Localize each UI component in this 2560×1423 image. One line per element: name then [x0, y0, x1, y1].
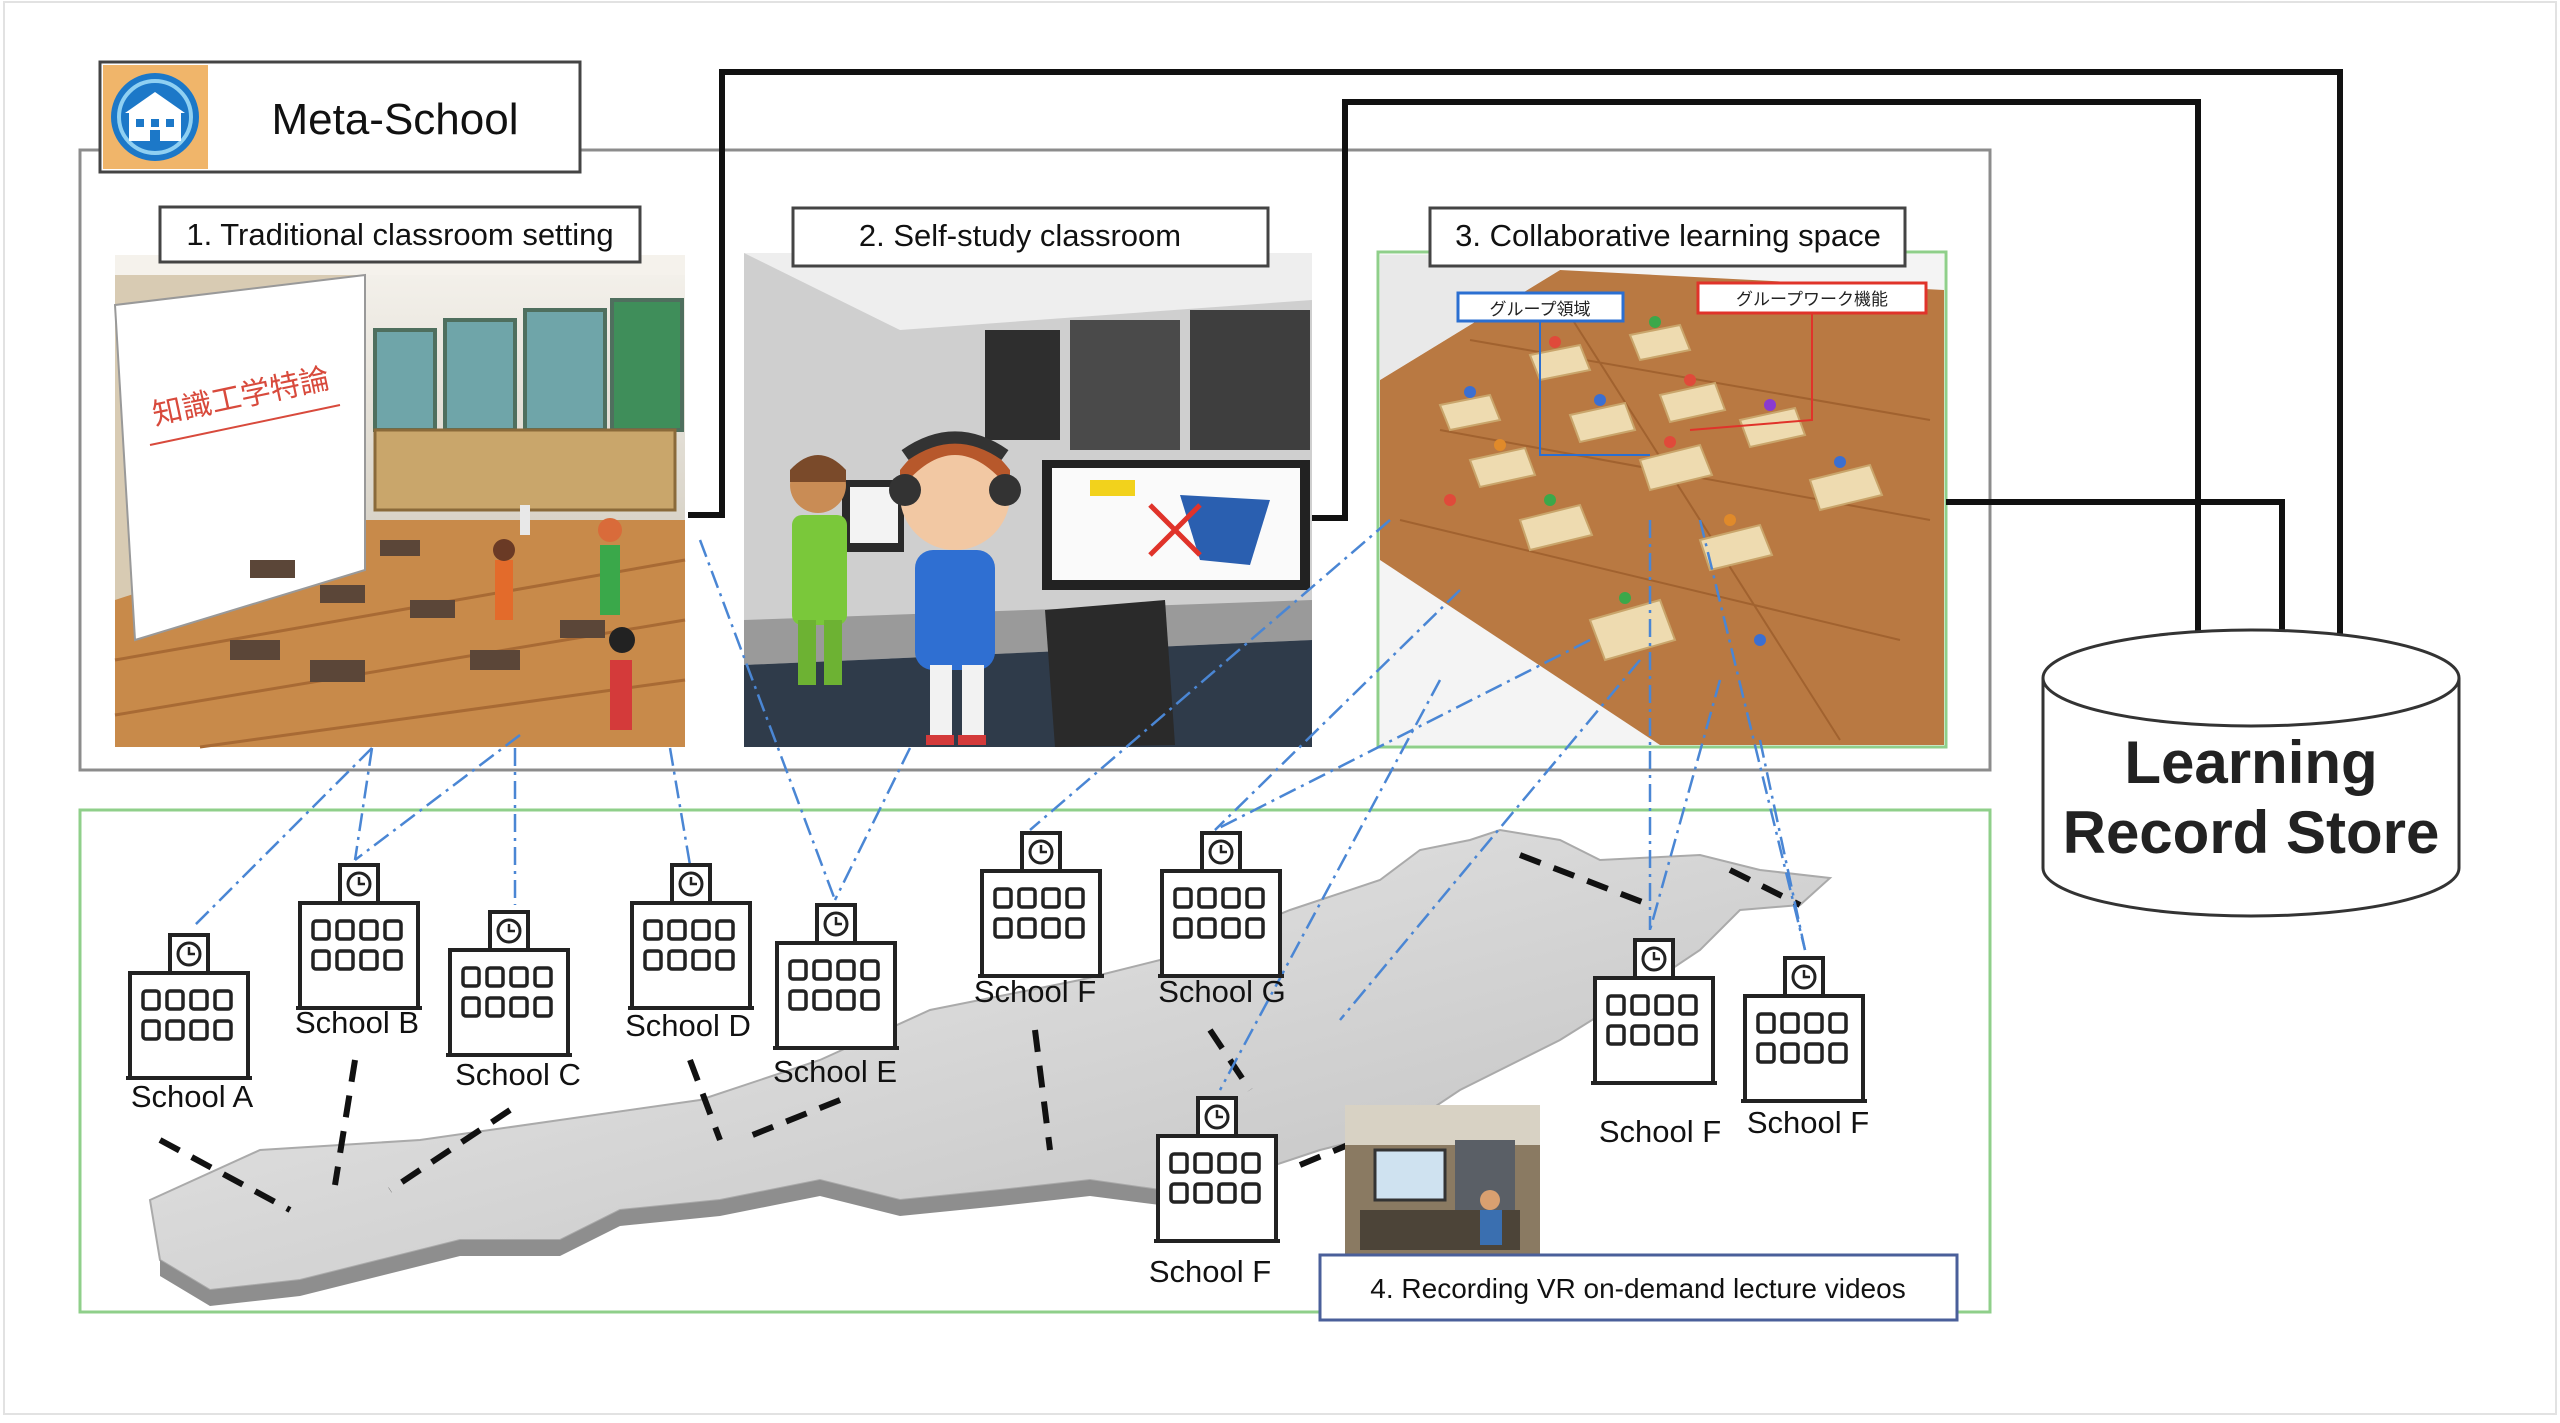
page-title: Meta-School	[271, 95, 518, 144]
school-label: School F	[1149, 1254, 1271, 1289]
groupwork-tag-text: グループワーク機能	[1736, 290, 1888, 309]
link-s3-g2	[1214, 638, 1591, 832]
school-f1: School F	[974, 831, 1104, 1009]
school-building-icon	[126, 933, 252, 1080]
avatar-dots	[1444, 316, 1846, 646]
school-label: School D	[625, 1008, 751, 1043]
space-3-label-box	[1428, 206, 1907, 268]
collaborative-space-image: グループ領域 グループワーク機能	[1380, 254, 1944, 745]
map-link-a	[158, 1137, 292, 1213]
space-2-label: 2. Self-study classroom	[859, 218, 1181, 253]
link-s1-d	[668, 747, 692, 866]
link-s3-f4b	[1698, 519, 1807, 951]
recording-photo	[1345, 1105, 1540, 1255]
link-s3-g	[1214, 589, 1461, 831]
map-link-b	[332, 1059, 358, 1186]
space-1-label-box	[158, 205, 642, 264]
link-s2-e2	[833, 747, 912, 901]
store-label-line2: Record Store	[2063, 799, 2440, 866]
school-building-icon	[1741, 956, 1867, 1103]
map-link-d	[687, 1058, 723, 1142]
school-label: School E	[773, 1054, 897, 1089]
arrow-space3-to-store	[1946, 499, 2290, 685]
space-school-links	[194, 519, 1807, 1091]
schools-region-frame	[78, 808, 1992, 1314]
link-s3-f1	[1029, 519, 1391, 831]
space-1-label: 1. Traditional classroom setting	[186, 217, 613, 252]
link-s1-a	[194, 747, 373, 926]
school-label: School F	[1747, 1105, 1869, 1140]
school-b: School B	[295, 863, 422, 1040]
map-link-e	[738, 1097, 842, 1143]
school-label: School A	[131, 1079, 254, 1114]
data-flow-arrows	[688, 69, 2348, 685]
school-building-icon	[446, 910, 572, 1057]
avatar-group	[493, 505, 635, 730]
school-label: School F	[974, 974, 1096, 1009]
traditional-classroom-image: 知識工学特論	[113, 255, 686, 749]
arrow-space1-to-store	[688, 69, 2348, 685]
link-s2-b	[354, 734, 521, 861]
store-label-line1: Learning	[2124, 729, 2377, 796]
map-link-c	[388, 1107, 512, 1193]
link-s3-f3b	[1648, 679, 1722, 931]
link-s3-f2	[1339, 659, 1641, 1021]
map-link-f4	[1728, 867, 1802, 908]
map-link-g	[1207, 1028, 1253, 1092]
arrow-space2-to-store	[1312, 99, 2206, 685]
avatar-green	[790, 455, 847, 685]
groupwork-tag	[1696, 281, 1928, 315]
school-e: School E	[773, 903, 899, 1089]
school-f3: School F	[1591, 938, 1721, 1149]
school-label: School F	[1599, 1114, 1721, 1149]
school-label: School C	[455, 1057, 581, 1092]
schools-layer: School A School B School C School D School E…	[126, 831, 1869, 1289]
japan-map	[148, 828, 1833, 1306]
recording-label-box	[1318, 1253, 1959, 1322]
recording-label: 4. Recording VR on-demand lecture videos	[1370, 1273, 1905, 1304]
school-logo-icon	[111, 73, 199, 161]
avatar-blue	[889, 431, 1021, 745]
map-link-f3	[1518, 852, 1652, 908]
school-f2: School F	[1149, 1096, 1280, 1289]
school-a: School A	[126, 933, 254, 1114]
space-2-label-box	[791, 206, 1270, 268]
school-f4: School F	[1741, 956, 1869, 1140]
school-building-icon	[1154, 1096, 1280, 1243]
school-map-links	[158, 852, 1802, 1213]
school-d: School D	[625, 863, 754, 1043]
school-g: School G	[1158, 831, 1286, 1009]
school-building-icon	[1591, 938, 1717, 1085]
school-building-icon	[1158, 831, 1284, 978]
school-c: School C	[446, 910, 581, 1092]
meta-school-frame	[78, 148, 1992, 772]
school-building-icon	[978, 831, 1104, 978]
school-label: School G	[1158, 974, 1286, 1009]
map-link-f1	[1032, 1029, 1053, 1151]
meta-school-title-box: Meta-School	[98, 60, 582, 174]
learning-record-store: Learning Record Store	[2041, 628, 2461, 918]
link-s3-f2b	[1218, 679, 1442, 1091]
school-label: School B	[295, 1005, 419, 1040]
school-building-icon	[296, 863, 422, 1010]
group-area-tag-text: グループ領域	[1490, 300, 1591, 319]
school-building-icon	[628, 863, 754, 1010]
school-building-icon	[773, 903, 899, 1050]
self-study-classroom-image	[744, 253, 1312, 747]
space-3-label: 3. Collaborative learning space	[1455, 218, 1881, 253]
